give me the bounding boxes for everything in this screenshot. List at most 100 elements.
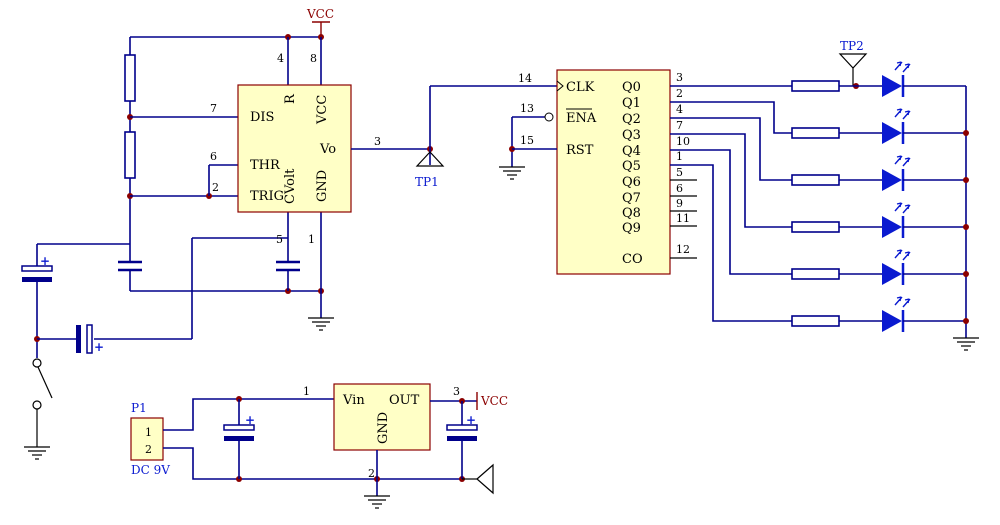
led-icon-4 <box>882 216 902 238</box>
pin-num-q3: 7 <box>676 119 683 132</box>
electrolytic-capacitor-left: + <box>21 254 53 282</box>
test-point-tp1: TP1 <box>415 151 445 189</box>
pin-name-cvolt: CVolt <box>283 168 298 204</box>
timing-capacitor <box>118 260 142 272</box>
pin-num-q5: 1 <box>676 150 683 163</box>
reg-pin-num-out: 3 <box>453 385 460 398</box>
cap-plus-sign-2: + <box>94 340 104 354</box>
electrolytic-capacitor-horizontal: + <box>76 324 104 354</box>
ground-icon-switch <box>24 446 50 460</box>
vcc-symbol-top: VCC <box>306 7 334 37</box>
pin-num-dis: 7 <box>210 102 217 115</box>
led-icon-2 <box>882 122 902 144</box>
reg-pin-num-gnd: 2 <box>368 467 375 480</box>
pin-name-co: CO <box>622 252 643 267</box>
power-section: P1 1 2 DC 9V + 1 Vin OUT GND 3 2 <box>130 383 508 509</box>
pin-name-q7: Q7 <box>622 191 641 206</box>
pin-num-cvolt: 5 <box>276 233 283 246</box>
pin-name-dis: DIS <box>250 110 274 125</box>
resistor-r2 <box>124 131 136 179</box>
reg-pin-name-out: OUT <box>389 393 420 408</box>
pin-num-gnd: 1 <box>308 233 315 246</box>
pin-num-trig: 2 <box>212 181 219 194</box>
timer-section: VCC <box>21 7 557 460</box>
pin-name-q0: Q0 <box>622 80 641 95</box>
pin-name-q2: Q2 <box>622 112 641 127</box>
pin-name-q1: Q1 <box>622 96 641 111</box>
resistor-led1 <box>791 80 840 92</box>
resistor-led4 <box>791 221 840 233</box>
pin-num-thr: 6 <box>210 150 217 163</box>
pin-num-vo: 3 <box>374 135 381 148</box>
input-capacitor: + <box>223 413 255 441</box>
tp2-label: TP2 <box>840 39 864 53</box>
resistor-r1 <box>124 54 136 102</box>
led-icon-3 <box>882 169 902 191</box>
cap-plus-sign-3: + <box>245 413 255 427</box>
pin-num-q1: 2 <box>676 87 683 100</box>
ground-icon <box>308 317 334 331</box>
pin-num-q0: 3 <box>676 71 683 84</box>
vcc-label-regulator: VCC <box>480 394 508 408</box>
pin-name-rst: RST <box>566 143 594 158</box>
pin-num-clk: 14 <box>518 72 532 85</box>
pin-name-q8: Q8 <box>622 206 641 221</box>
pin-name-q4: Q4 <box>622 144 641 159</box>
cap-plus-sign: + <box>40 254 50 268</box>
tp1-label: TP1 <box>415 175 439 189</box>
resistor-led3 <box>791 174 840 186</box>
led-icon-1 <box>882 75 902 97</box>
pin-name-q5: Q5 <box>622 159 641 174</box>
ground-icon-leds <box>953 337 979 351</box>
test-point-tp2: TP2 <box>838 39 868 86</box>
pin-num-q6: 5 <box>676 166 683 179</box>
pin-num-q2: 4 <box>676 103 683 116</box>
led-row-3 <box>791 155 969 191</box>
connector-pin1: 1 <box>145 426 152 439</box>
pin-name-clk: CLK <box>566 80 595 95</box>
pin-name-thr: THR <box>250 158 281 173</box>
led-bank: TP2 <box>791 39 979 351</box>
pin-num-q9: 11 <box>676 212 690 225</box>
pin-name-q9: Q9 <box>622 221 641 236</box>
pin-num-vcc: 8 <box>310 52 317 65</box>
led-row-4 <box>791 202 969 238</box>
ground-icon-regulator <box>364 495 390 509</box>
counter-section: 14 CLK 13 ENA 15 RST Q0 Q1 Q2 Q3 Q4 Q5 Q… <box>499 69 792 322</box>
pin-num-r: 4 <box>277 52 284 65</box>
reg-pin-name-gnd: GND <box>376 412 391 444</box>
pin-num-rst: 15 <box>520 134 534 147</box>
led-icon-5 <box>882 263 902 285</box>
connector-name: P1 <box>131 401 147 415</box>
led-row-1 <box>791 61 966 97</box>
pin-name-q3: Q3 <box>622 128 641 143</box>
led-row-5 <box>791 249 969 285</box>
led-row-6 <box>791 296 969 332</box>
vcc-label-top: VCC <box>306 7 334 21</box>
push-switch <box>32 358 53 410</box>
output-capacitor: + <box>446 413 478 441</box>
resistor-led5 <box>791 268 840 280</box>
pin-name-vo: Vo <box>319 142 336 157</box>
connector-p1 <box>130 417 164 461</box>
pin-name-trig: TRIG <box>250 189 284 204</box>
pin-name-vcc: VCC <box>315 95 330 125</box>
counter-4017-chip <box>556 69 671 275</box>
voltage-regulator <box>333 383 431 451</box>
pin-num-q8: 9 <box>676 197 683 210</box>
control-capacitor <box>276 260 300 272</box>
ground-icon-counter <box>499 166 525 180</box>
led-row-2 <box>791 108 969 144</box>
connector-pin2: 2 <box>145 443 152 456</box>
resistor-led2 <box>791 127 840 139</box>
resistor-led6 <box>791 315 840 327</box>
pin-num-q7: 6 <box>676 182 683 195</box>
pin-name-r: R <box>283 93 298 104</box>
pin-num-co: 12 <box>676 243 690 256</box>
pin-name-ena: ENA <box>566 111 597 126</box>
pin-num-q4: 10 <box>676 135 690 148</box>
led-icon-6 <box>882 310 902 332</box>
pin-num-ena: 13 <box>520 102 534 115</box>
pin-name-gnd: GND <box>315 170 330 202</box>
